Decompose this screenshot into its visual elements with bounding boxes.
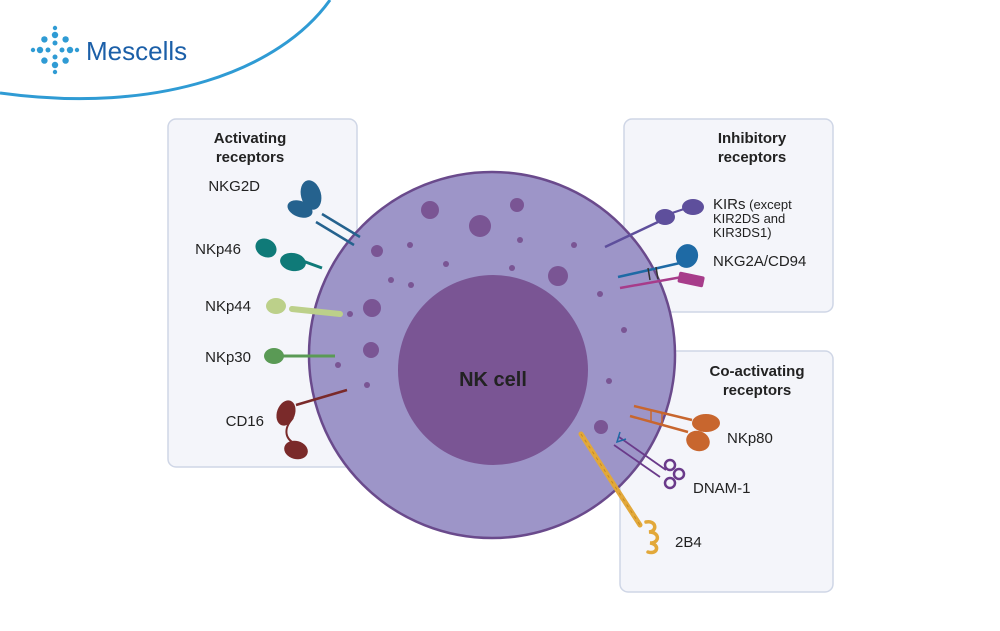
label-nkp46: NKp46 (195, 241, 241, 258)
receptor-kirs (604, 199, 704, 249)
receptor-nkp46 (255, 238, 323, 272)
brand-logo: Mescells (30, 25, 187, 75)
nucleus (398, 275, 588, 465)
coactivating-title-line2: receptors (723, 382, 791, 399)
activating-title-line2: receptors (216, 149, 284, 166)
receptor-nkg2a-cd94 (617, 244, 705, 290)
label-nkp44: NKp44 (205, 298, 251, 315)
coactivating-title-line1: Co-activating (709, 363, 804, 380)
granule (363, 342, 379, 358)
label-cd16: CD16 (226, 413, 264, 430)
label-nkg2d: NKG2D (208, 178, 260, 195)
label-kirs-main: KIRs (713, 196, 746, 213)
granule (548, 266, 568, 286)
granule (571, 242, 577, 248)
inhibitory-title-line2: receptors (718, 149, 786, 166)
granule (469, 215, 491, 237)
granule (388, 277, 394, 283)
granule (597, 291, 603, 297)
granule (606, 378, 612, 384)
label-nkp30: NKp30 (205, 349, 251, 366)
label-nkg2a-cd94: NKG2A/CD94 (713, 253, 806, 270)
granule (335, 362, 341, 368)
label-nkp80: NKp80 (727, 430, 773, 447)
granule (509, 265, 515, 271)
label-kirs-line1: KIRs (except (713, 196, 792, 213)
receptor-nkg2d (287, 180, 361, 247)
receptor-nkp80 (629, 404, 720, 452)
receptor-2b4 (578, 431, 660, 555)
granule (621, 327, 627, 333)
receptor-nkp30 (264, 348, 335, 364)
activating-title-line1: Activating (214, 130, 287, 147)
label-kirs-line2: KIR2DS and (713, 211, 785, 226)
granule (517, 237, 523, 243)
granule (364, 382, 370, 388)
granule (407, 242, 413, 248)
label-kirs-line3: KIR3DS1) (713, 225, 772, 240)
inhibitory-title-line1: Inhibitory (718, 130, 787, 147)
granule (510, 198, 524, 212)
label-dnam1: DNAM-1 (693, 480, 751, 497)
granule (347, 311, 353, 317)
granule (408, 282, 414, 288)
receptor-nkp44 (266, 298, 343, 317)
granule (363, 299, 381, 317)
cell-label: NK cell (459, 369, 527, 391)
brand-name: Mescells (86, 36, 187, 66)
label-kirs-note: (except (746, 197, 793, 212)
nk-cell: NK cell (307, 170, 677, 540)
mescells-logo-icon (30, 25, 80, 75)
granule (443, 261, 449, 267)
header-swoosh (0, 0, 332, 101)
granule (594, 420, 608, 434)
receptor-dnam1 (613, 431, 686, 490)
label-2b4: 2B4 (675, 534, 702, 551)
granule (421, 201, 439, 219)
granule (371, 245, 383, 257)
receptor-cd16 (276, 388, 348, 460)
